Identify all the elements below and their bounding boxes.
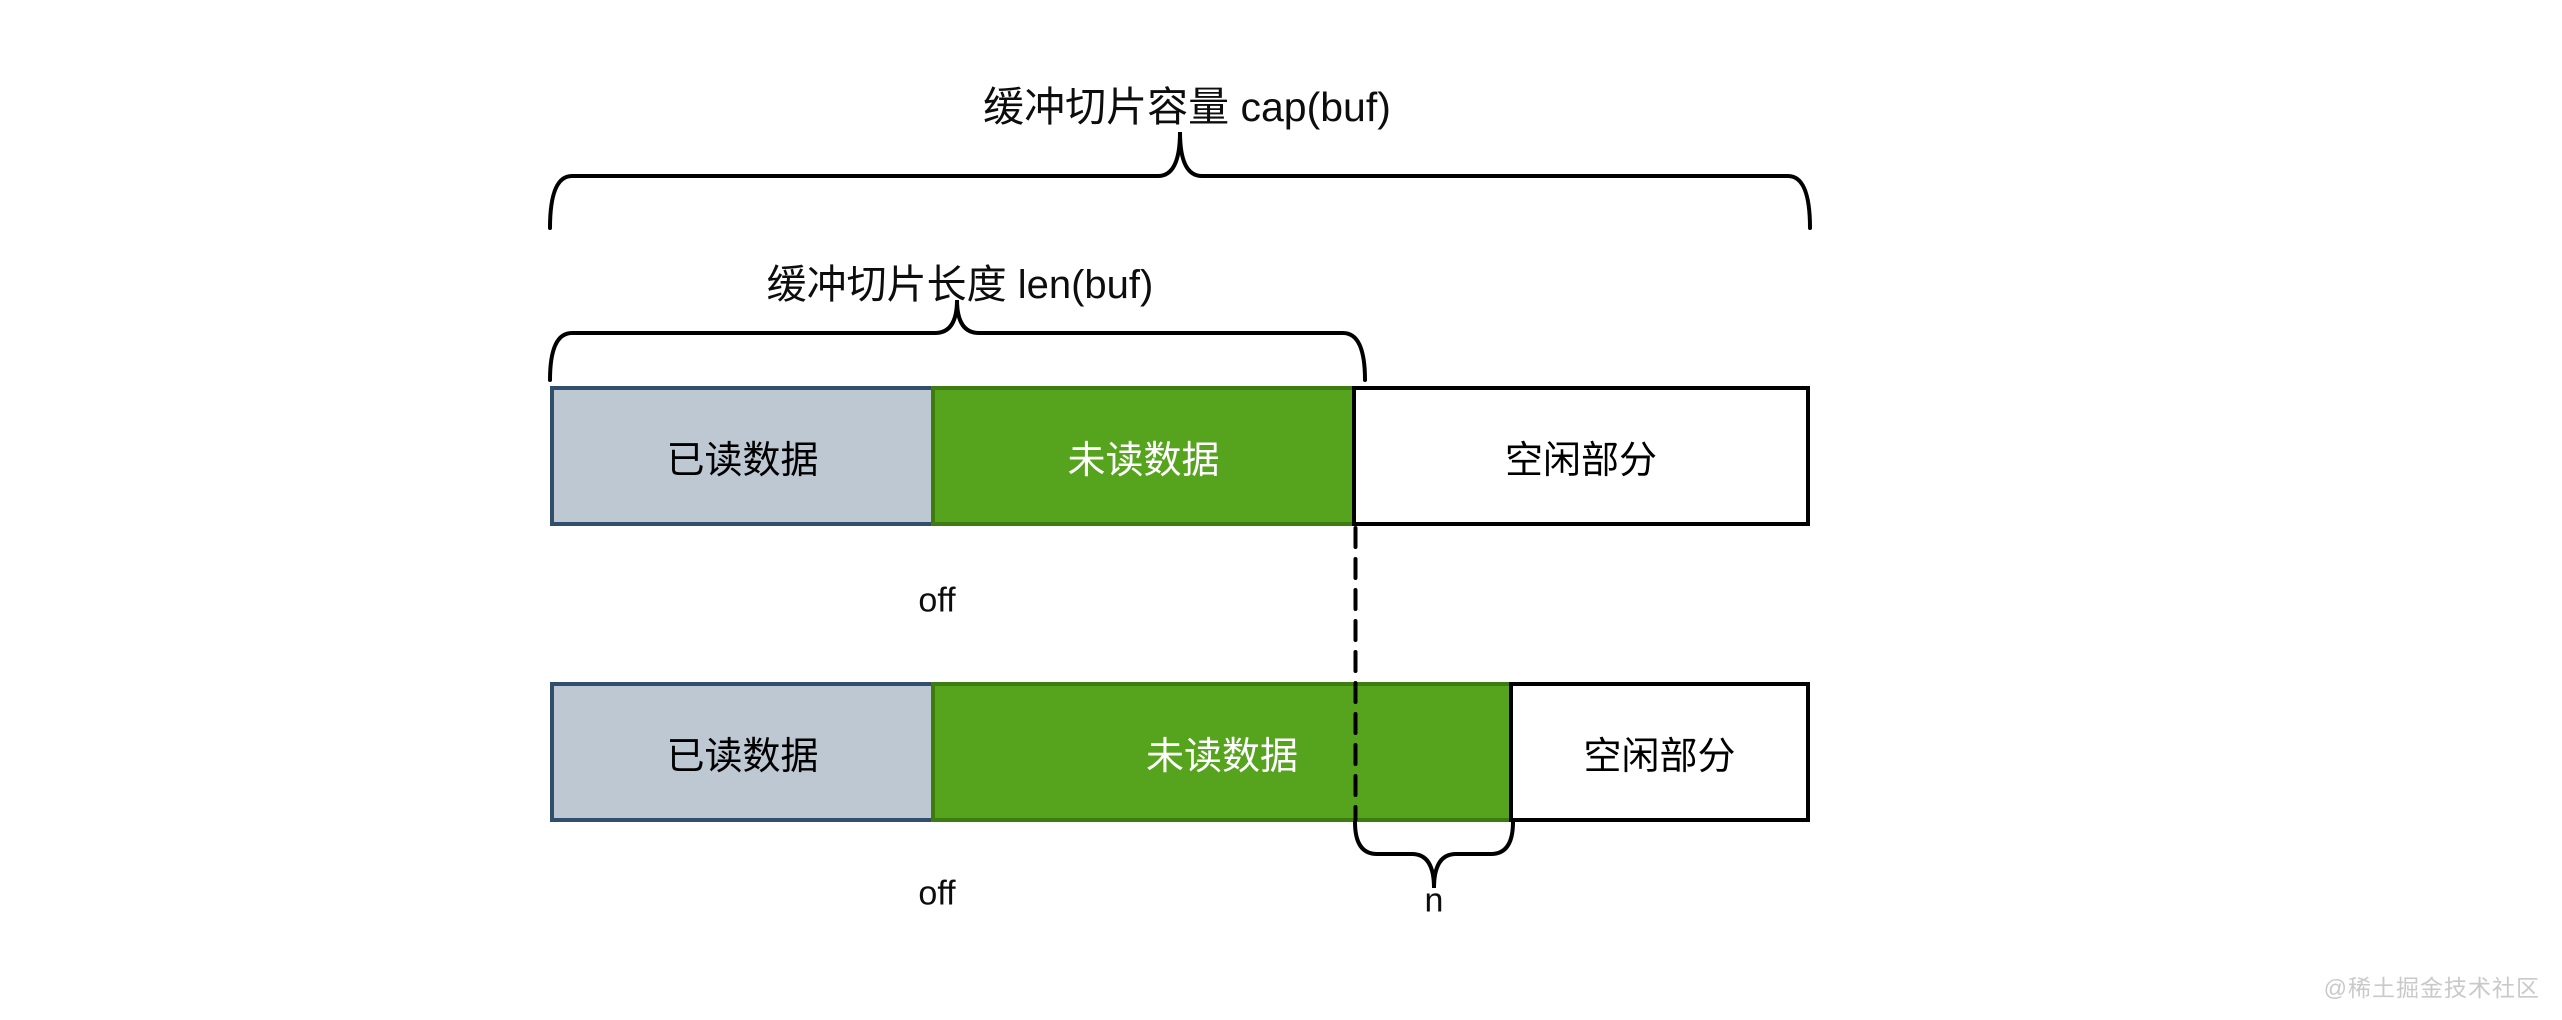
segment-free-space: 空闲部分 [1509,682,1810,822]
cap-buf-label: 缓冲切片容量 cap(buf) [983,84,1391,130]
segment-read-data: 已读数据 [550,386,935,526]
cap-brace [548,131,1812,230]
n-brace [1353,820,1515,889]
len-brace [548,299,1367,382]
off-offset-label-bottom: off [918,874,956,913]
buffer-bar-after-read: 已读数据 未读数据 空闲部分 [550,682,1810,822]
segment-unread-data: 未读数据 [931,682,1513,822]
off-offset-label-top: off [918,581,956,620]
segment-free-space: 空闲部分 [1352,386,1810,526]
segment-read-data: 已读数据 [550,682,935,822]
buffer-bar-before-read: 已读数据 未读数据 空闲部分 [550,386,1810,526]
segment-unread-data: 未读数据 [931,386,1356,526]
watermark: @稀土掘金技术社区 [2323,975,2540,1001]
len-buf-label: 缓冲切片长度 len(buf) [766,263,1154,307]
n-bytes-label: n [1424,881,1444,920]
